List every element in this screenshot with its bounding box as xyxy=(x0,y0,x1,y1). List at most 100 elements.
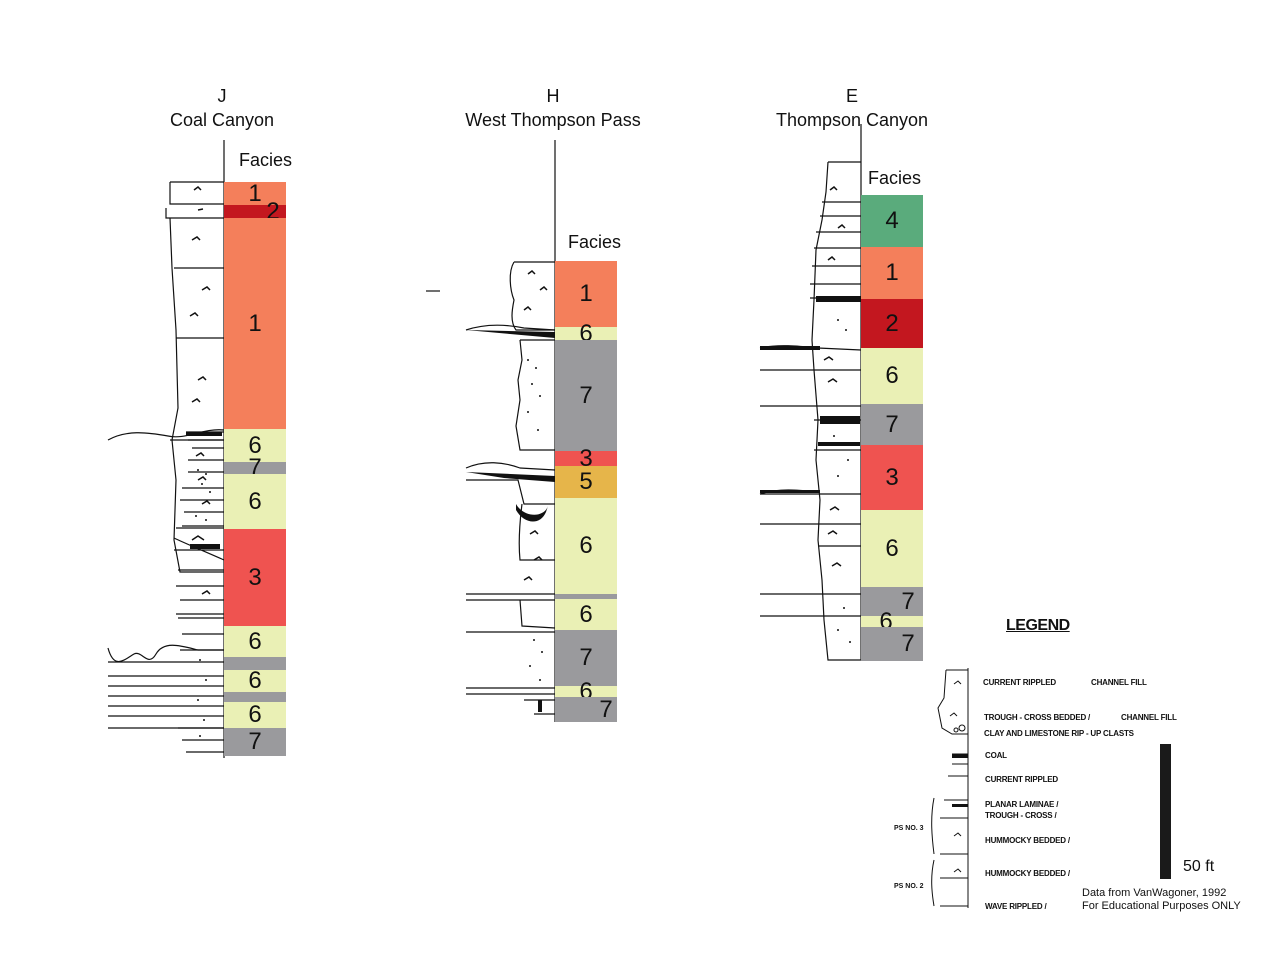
section-j-facies-header: Facies xyxy=(239,150,293,170)
credit-source: Data from VanWagoner, 1992 xyxy=(1082,887,1227,899)
facies-unit-label: 7 xyxy=(248,728,262,755)
scale-bar xyxy=(1160,744,1171,879)
facies-unit-label: 1 xyxy=(248,179,262,207)
facies-unit: 7 xyxy=(555,630,617,686)
facies-unit-label: 2 xyxy=(266,197,280,225)
legend-item-coal: COAL xyxy=(985,751,1007,760)
facies-unit: 6 xyxy=(224,626,286,657)
facies-unit: 7 xyxy=(861,627,923,661)
facies-unit: 7 xyxy=(555,340,617,451)
facies-unit: 6 xyxy=(224,429,286,462)
facies-unit-label: 6 xyxy=(885,534,899,562)
legend-item-planar-laminae: PLANAR LAMINAE / xyxy=(985,800,1059,809)
facies-unit: 6 xyxy=(861,510,923,587)
legend-item-hummocky-bedded-2: HUMMOCKY BEDDED / xyxy=(985,869,1070,878)
legend-ps-no-2: PS NO. 2 xyxy=(894,883,924,890)
facies-unit: 2 xyxy=(224,199,286,223)
facies-unit-label: 7 xyxy=(599,695,613,723)
section-j-letter: J xyxy=(217,86,227,106)
section-e-letter: E xyxy=(845,86,858,106)
scale-label: 50 ft xyxy=(1183,858,1215,875)
legend-channel-fill-2: CHANNEL FILL xyxy=(1121,713,1177,722)
facies-unit-label: 1 xyxy=(248,309,262,337)
facies-unit: 7 xyxy=(224,728,286,756)
legend-ps-no-3: PS NO. 3 xyxy=(894,825,924,832)
facies-unit: 6 xyxy=(224,667,286,694)
facies-unit-label: 1 xyxy=(579,280,593,307)
facies-unit: 7 xyxy=(861,404,923,445)
facies-unit xyxy=(224,657,286,670)
legend-channel-fill-1: CHANNEL FILL xyxy=(1091,678,1147,687)
facies-unit: 1 xyxy=(224,218,286,429)
facies-unit: 3 xyxy=(555,446,617,470)
facies-unit-label: 6 xyxy=(248,701,262,728)
facies-unit-label: 4 xyxy=(885,207,899,234)
facies-unit: 6 xyxy=(861,348,923,404)
facies-unit: 6 xyxy=(555,599,617,630)
facies-unit: 3 xyxy=(861,445,923,510)
facies-unit-label: 6 xyxy=(248,667,262,694)
legend-item-trough-cross: TROUGH - CROSS / xyxy=(985,811,1057,820)
facies-unit-label: 6 xyxy=(248,431,262,459)
facies-unit xyxy=(555,594,617,599)
section-e-title: E Thompson Canyon xyxy=(722,84,982,132)
section-h-facies-header: Facies xyxy=(568,232,622,252)
section-j-title: J Coal Canyon xyxy=(92,84,352,132)
facies-unit: 6 xyxy=(861,609,923,633)
facies-unit-label: 6 xyxy=(248,487,262,515)
legend-item-hummocky-bedded-1: HUMMOCKY BEDDED / xyxy=(985,836,1070,845)
facies-unit: 3 xyxy=(224,529,286,626)
facies-unit: 6 xyxy=(555,321,617,345)
section-e-name: Thompson Canyon xyxy=(775,110,929,130)
facies-unit: 1 xyxy=(224,179,286,207)
section-e-facies-header: Facies xyxy=(868,168,922,188)
facies-unit-label: 7 xyxy=(901,630,915,657)
facies-unit-label: 7 xyxy=(901,587,915,615)
section-e-lithology-log xyxy=(759,124,862,661)
facies-unit-label: 6 xyxy=(579,600,593,628)
facies-unit-label: 3 xyxy=(579,444,593,472)
facies-unit-label: 7 xyxy=(579,644,593,671)
facies-unit: 6 xyxy=(224,702,286,728)
facies-unit: 1 xyxy=(555,261,617,327)
facies-unit: 7 xyxy=(861,587,923,616)
legend-item-wave-rippled: WAVE RIPPLED / xyxy=(985,902,1047,911)
facies-unit-label: 2 xyxy=(885,309,899,337)
facies-unit: 4 xyxy=(861,195,923,247)
facies-unit xyxy=(224,692,286,702)
facies-unit-label: 3 xyxy=(248,563,262,591)
facies-unit-label: 7 xyxy=(885,410,899,438)
legend-item-current-rippled-2: CURRENT RIPPLED xyxy=(985,775,1059,784)
facies-unit: 7 xyxy=(224,456,286,480)
facies-unit: 2 xyxy=(861,299,923,348)
facies-unit-label: 7 xyxy=(579,381,593,409)
facies-unit: 6 xyxy=(555,498,617,594)
legend-item-trough-cross-bedded: TROUGH - CROSS BEDDED / xyxy=(984,713,1091,722)
legend-title: LEGEND xyxy=(1006,617,1070,634)
legend-item-rip-up-clasts: CLAY AND LIMESTONE RIP - UP CLASTS xyxy=(984,729,1134,738)
data-credit: Data from VanWagoner, 1992 For Education… xyxy=(1082,887,1241,913)
section-h-letter: H xyxy=(546,86,560,106)
legend-lithology-log xyxy=(931,668,969,908)
facies-unit: 6 xyxy=(224,474,286,529)
facies-unit: 1 xyxy=(861,247,923,299)
facies-unit-label: 6 xyxy=(885,362,899,389)
facies-unit-label: 6 xyxy=(248,627,262,655)
legend-item-current-rippled-1: CURRENT RIPPLED xyxy=(983,678,1057,687)
facies-unit-label: 5 xyxy=(579,468,593,495)
credit-disclaimer: For Educational Purposes ONLY xyxy=(1082,900,1241,912)
facies-unit-label: 6 xyxy=(579,532,593,559)
facies-unit-label: 7 xyxy=(248,454,262,481)
facies-unit-label: 3 xyxy=(885,463,899,491)
section-h-title: H West Thompson Pass xyxy=(423,84,683,132)
section-j-name: Coal Canyon xyxy=(169,110,275,130)
facies-unit: 5 xyxy=(555,466,617,498)
facies-unit-label: 1 xyxy=(885,259,899,286)
facies-unit: 7 xyxy=(555,697,617,722)
section-h-lithology-log xyxy=(426,140,556,722)
facies-unit-label: 6 xyxy=(579,319,593,347)
section-h-name: West Thompson Pass xyxy=(465,110,641,130)
